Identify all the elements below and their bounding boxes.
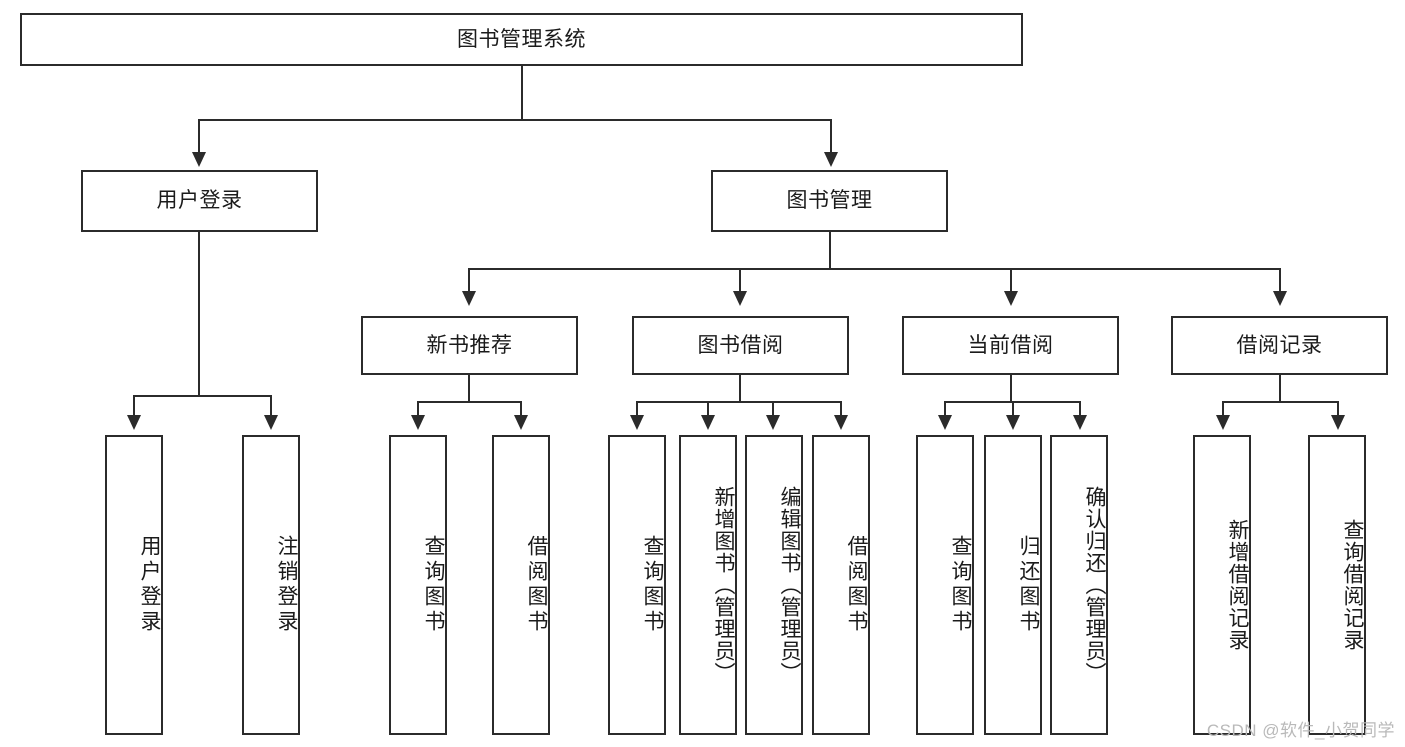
- node-label: 借阅图书: [525, 535, 548, 635]
- connector-root-bus: [198, 119, 832, 121]
- connector-book-management-to-book-borrow: [739, 268, 741, 293]
- connector-user-login-to-leaf-2: [270, 395, 272, 417]
- connector-user-login-stem: [198, 232, 200, 396]
- connector-book-management-to-new-book: [468, 268, 470, 293]
- node-label: 图书管理: [786, 189, 873, 213]
- node-label: 查询图书: [641, 535, 664, 635]
- arrowhead-book-borrow-to-leaf-2: [701, 415, 715, 430]
- node-label: 用户登录: [156, 189, 243, 213]
- arrowhead-new-book-to-leaf-2: [514, 415, 528, 430]
- node-current-borrow[interactable]: 当前借阅: [902, 316, 1119, 375]
- leaf-new-book-query-book[interactable]: 查询图书: [389, 435, 447, 735]
- leaf-book-borrow-add-book-admin[interactable]: 新增图书（管理员）: [679, 435, 737, 735]
- connector-borrow-record-to-leaf-2: [1337, 401, 1339, 417]
- arrowhead-user-login-to-leaf-2: [264, 415, 278, 430]
- leaf-current-borrow-query-book[interactable]: 查询图书: [916, 435, 974, 735]
- connector-new-book-bus: [417, 401, 522, 403]
- arrowhead-book-borrow-to-leaf-1: [630, 415, 644, 430]
- node-user-login[interactable]: 用户登录: [81, 170, 318, 232]
- node-label: 用户登录: [138, 535, 161, 635]
- leaf-user-login-login[interactable]: 用户登录: [105, 435, 163, 735]
- connector-book-borrow-stem: [739, 375, 741, 402]
- node-book-borrow[interactable]: 图书借阅: [632, 316, 849, 375]
- arrowhead-book-borrow-to-leaf-3: [766, 415, 780, 430]
- connector-book-borrow-to-leaf-1: [636, 401, 638, 417]
- node-label: 注销登录: [275, 535, 298, 635]
- connector-book-management-to-borrow-record: [1279, 268, 1281, 293]
- arrowhead-book-management-to-current-borrow: [1004, 291, 1018, 306]
- node-label: 借阅图书: [845, 535, 868, 635]
- node-label: 当前借阅: [967, 333, 1054, 357]
- leaf-current-borrow-return-book[interactable]: 归还图书: [984, 435, 1042, 735]
- node-label: 新增图书（管理员）: [712, 486, 735, 684]
- arrowhead-book-management-to-book-borrow: [733, 291, 747, 306]
- arrowhead-current-borrow-to-leaf-1: [938, 415, 952, 430]
- connector-book-borrow-to-leaf-4: [840, 401, 842, 417]
- arrowhead-new-book-to-leaf-1: [411, 415, 425, 430]
- leaf-borrow-record-add-record[interactable]: 新增借阅记录: [1193, 435, 1251, 735]
- connector-new-book-to-leaf-1: [417, 401, 419, 417]
- arrowhead-user-login-to-leaf-1: [127, 415, 141, 430]
- node-root-book-management-system[interactable]: 图书管理系统: [20, 13, 1023, 66]
- connector-root-stem: [521, 66, 523, 120]
- node-label: 图书借阅: [697, 333, 784, 357]
- connector-borrow-record-bus: [1222, 401, 1339, 403]
- connector-current-borrow-to-leaf-1: [944, 401, 946, 417]
- node-label: 查询图书: [949, 535, 972, 635]
- node-label: 归还图书: [1017, 535, 1040, 635]
- node-book-management[interactable]: 图书管理: [711, 170, 948, 232]
- connector-book-management-to-current-borrow: [1010, 268, 1012, 293]
- connector-user-login-to-leaf-1: [133, 395, 135, 417]
- connector-user-login-bus: [133, 395, 271, 397]
- connector-current-borrow-stem: [1010, 375, 1012, 402]
- connector-current-borrow-to-leaf-2: [1012, 401, 1014, 417]
- node-borrow-record[interactable]: 借阅记录: [1171, 316, 1388, 375]
- arrowhead-current-borrow-to-leaf-2: [1006, 415, 1020, 430]
- leaf-book-borrow-borrow-book[interactable]: 借阅图书: [812, 435, 870, 735]
- leaf-book-borrow-query-book[interactable]: 查询图书: [608, 435, 666, 735]
- arrowhead-book-management-to-borrow-record: [1273, 291, 1287, 306]
- node-label: 图书管理系统: [457, 27, 586, 51]
- arrowhead-book-borrow-to-leaf-4: [834, 415, 848, 430]
- leaf-borrow-record-query-record[interactable]: 查询借阅记录: [1308, 435, 1366, 735]
- connector-new-book-to-leaf-2: [520, 401, 522, 417]
- connector-root-to-book-management: [830, 119, 832, 154]
- leaf-new-book-borrow-book[interactable]: 借阅图书: [492, 435, 550, 735]
- arrowhead-borrow-record-to-leaf-1: [1216, 415, 1230, 430]
- arrowhead-root-to-user-login: [192, 152, 206, 167]
- connector-new-book-stem: [468, 375, 470, 402]
- arrowhead-root-to-book-management: [824, 152, 838, 167]
- arrowhead-book-management-to-new-book: [462, 291, 476, 306]
- node-label: 新增借阅记录: [1226, 519, 1249, 651]
- connector-root-to-user-login: [198, 119, 200, 154]
- node-label: 查询图书: [422, 535, 445, 635]
- arrowhead-borrow-record-to-leaf-2: [1331, 415, 1345, 430]
- node-label: 编辑图书（管理员）: [778, 486, 801, 684]
- node-new-book-recommend[interactable]: 新书推荐: [361, 316, 578, 375]
- node-label: 新书推荐: [426, 333, 513, 357]
- leaf-book-borrow-edit-book-admin[interactable]: 编辑图书（管理员）: [745, 435, 803, 735]
- node-label: 确认归还（管理员）: [1083, 486, 1106, 684]
- connector-book-borrow-to-leaf-3: [772, 401, 774, 417]
- connector-book-management-stem: [829, 232, 831, 269]
- connector-book-borrow-bus: [636, 401, 842, 403]
- node-label: 查询借阅记录: [1341, 519, 1364, 651]
- connector-book-borrow-to-leaf-2: [707, 401, 709, 417]
- connector-borrow-record-to-leaf-1: [1222, 401, 1224, 417]
- arrowhead-current-borrow-to-leaf-3: [1073, 415, 1087, 430]
- leaf-user-login-logout[interactable]: 注销登录: [242, 435, 300, 735]
- leaf-current-borrow-confirm-return-admin[interactable]: 确认归还（管理员）: [1050, 435, 1108, 735]
- connector-borrow-record-stem: [1279, 375, 1281, 402]
- node-label: 借阅记录: [1236, 333, 1323, 357]
- connector-book-management-bus: [468, 268, 1280, 270]
- csdn-watermark: CSDN @软件_小贺同学: [1206, 721, 1395, 740]
- connector-current-borrow-to-leaf-3: [1079, 401, 1081, 417]
